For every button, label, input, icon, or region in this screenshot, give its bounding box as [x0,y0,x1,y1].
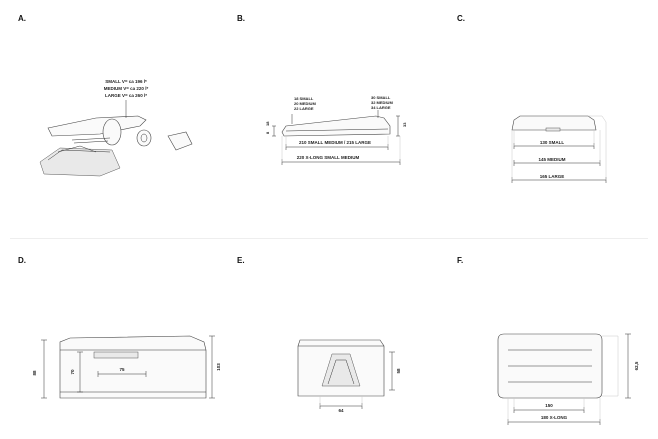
b-rear-height: 33 [402,122,407,127]
f-width-b: 180 X-LONG [541,415,568,420]
panel-a-drawing [39,100,193,177]
panel-label-d: D. [18,256,26,265]
d-inner-width: 75 [119,367,125,372]
row-divider [10,238,648,239]
b-right-height-medium: 32 MEDIUM [371,100,393,105]
panel-label-c: C. [457,14,465,23]
panel-b-drawing [272,110,401,165]
b-left-height-large: 22 LARGE [294,106,314,111]
front-handle [545,127,561,132]
b-front-height-b: 18 [265,121,270,126]
tent-shell [47,115,147,137]
c-width-small: 130 SMALL [540,140,565,145]
b-right-height-large: 34 LARGE [371,105,391,110]
b-left-height-medium: 20 MEDIUM [294,101,316,106]
tent-base [39,147,121,177]
volume-medium: MEDIUM V= ca 220 l* [104,86,149,91]
panel-f-drawing [497,333,631,425]
small-box-part [167,131,193,151]
panel-label-f: F. [457,256,464,265]
panel-c-drawing [511,115,607,183]
roll-part [136,129,152,147]
d-outer-height: 88 [32,370,37,376]
c-width-medium: 145 MEDIUM [538,157,565,162]
volume-small: SMALL V= ca 196 l* [105,79,147,84]
b-front-height: 8 [265,131,270,134]
panel-label-a: A. [18,14,26,23]
b-left-height-small: 18 SMALL [294,96,314,101]
cylinder-part [102,118,122,146]
d-right-height: 103 [216,363,221,371]
e-height: 58 [396,368,401,374]
d-inner-height: 70 [70,369,75,375]
f-width-a: 150 [545,403,553,408]
b-length-long: 220 X-LONG SMALL MEDIUM [297,155,360,160]
side-window [93,351,139,359]
panel-label-b: B. [237,14,245,23]
volume-large: LARGE V= ca 260 l* [105,93,147,98]
f-height: 62,5 [634,361,639,370]
c-width-large: 165 LARGE [540,174,565,179]
panel-d-drawing [41,335,215,399]
tent-open-side [59,335,207,399]
tent-side-profile [281,115,391,137]
b-right-height-small: 30 SMALL [371,95,391,100]
e-width: 64 [338,408,344,413]
panel-e-drawing [297,339,395,409]
door-opening [321,353,361,387]
b-length-short: 210 SMALL MEDIUM / 215 LARGE [299,140,371,145]
panel-label-e: E. [237,256,245,265]
